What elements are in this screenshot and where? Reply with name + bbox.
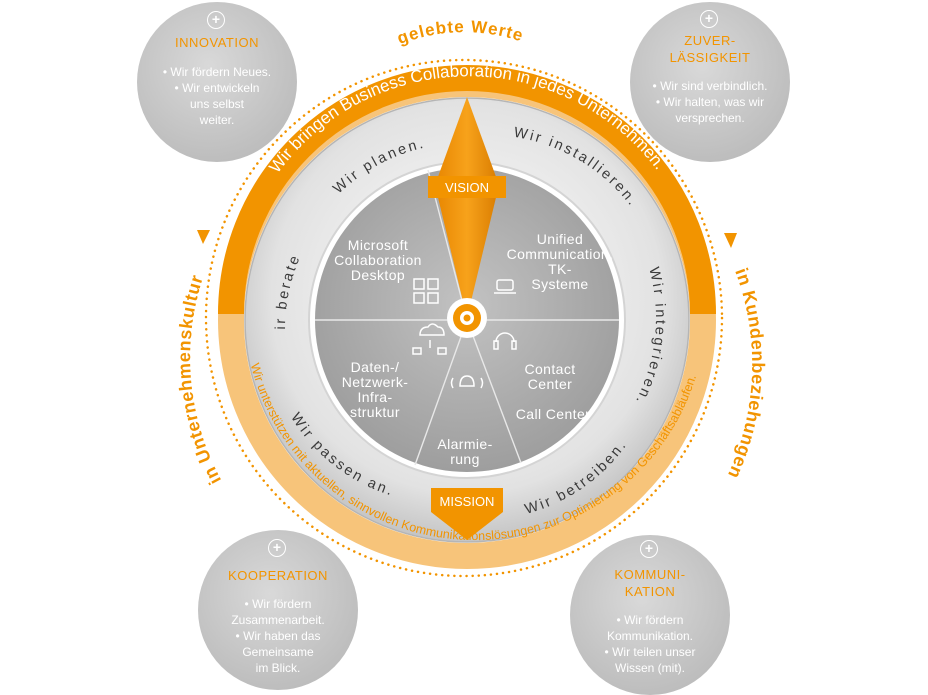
segment-contact-center: Contact Center [524,361,576,392]
headset-icon [493,332,517,350]
segment-unified: Unified Communication, TK- Systeme [506,231,614,292]
innovation-items: • Wir fördern Neues. • Wir entwickeln un… [162,65,272,127]
vision-pointer [435,97,499,318]
kooperation-items: • Wir fördern Zusammenarbeit. • Wir habe… [231,597,325,675]
segment-microsoft: Microsoft Collaboration Desktop [334,237,422,283]
svg-text:in Kundenbeziehungen: in Kundenbeziehungen [724,265,768,482]
kommunikation-circle [570,535,730,695]
kommunikation-title: KOMMUNI- KATION [614,567,686,599]
left-arrow-icon [197,230,210,244]
values-right-label: in Kundenbeziehungen [724,265,768,482]
zuverlaessigkeit-plus-icon: + [700,10,718,28]
kommunikation-plus-icon: + [640,540,658,558]
svg-text:gelebte Werte: gelebte Werte [395,17,526,48]
mission-pointer [431,488,503,540]
values-ring [204,58,724,578]
segment-alarmierung: Alarmie- rung [437,436,493,467]
mission-label: MISSION [440,494,495,509]
segment-daten-netzwerk: Daten-/ Netzwerk- Infra- struktur [341,359,409,420]
innovation-plus-icon: + [207,11,225,29]
vision-label: VISION [445,180,489,195]
kommunikation-items: • Wir fördern Kommunikation. • Wir teile… [604,613,696,675]
innovation-title: INNOVATION [175,35,259,50]
kooperation-title: KOOPERATION [228,568,328,583]
zuverlaessigkeit-title: ZUVER- LÄSSIGKEIT [669,33,751,65]
zuverlaessigkeit-items: • Wir sind verbindlich. • Wir halten, wa… [652,79,768,125]
innovation-circle [137,2,297,162]
phone-icon [494,279,516,294]
vision-label-box [428,176,506,198]
windows-apps-icon [413,278,439,304]
zuverlaessigkeit-circle [630,2,790,162]
values-top-label: gelebte Werte [395,17,525,48]
alarm-bell-icon [450,375,484,389]
kooperation-circle [198,530,358,690]
kooperation-plus-icon: + [268,539,286,557]
vision-band [218,65,716,315]
right-arrow-icon [724,233,737,248]
network-icon [412,323,447,355]
segment-call-center: Call Center [515,406,591,422]
